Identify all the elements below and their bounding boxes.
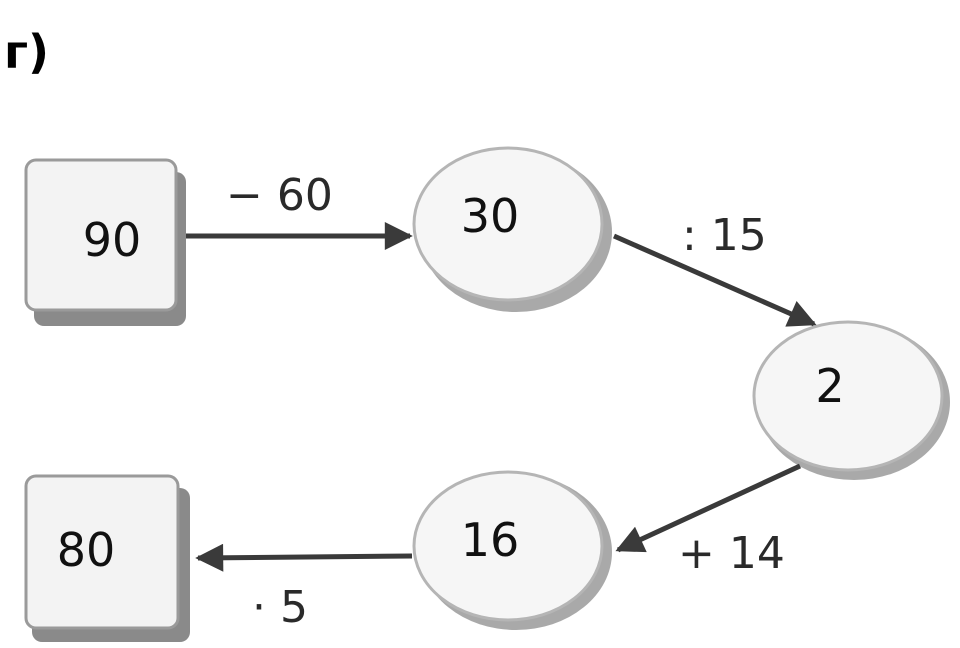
arrow-op2: : 15 <box>612 210 817 327</box>
start-box-face <box>24 158 178 312</box>
oval-n3: 16 <box>412 470 612 630</box>
arrow-op3-line <box>615 463 802 553</box>
oval-n3-face <box>412 470 604 622</box>
start-box: 90 <box>24 158 186 326</box>
start-value: 90 <box>83 213 142 267</box>
op1-label: − 60 <box>226 170 333 221</box>
oval-n1-value: 30 <box>461 189 520 243</box>
oval-n2: 2 <box>752 320 950 480</box>
op3-label: + 14 <box>678 528 785 579</box>
op2-label: : 15 <box>682 210 767 261</box>
end-value: 80 <box>57 523 116 577</box>
oval-n3-value: 16 <box>461 513 520 567</box>
oval-n1-face <box>412 146 604 302</box>
oval-n2-face <box>752 320 944 472</box>
op4-label: · 5 <box>252 582 308 633</box>
oval-n1: 30 <box>412 146 612 312</box>
arrow-op2-line <box>612 233 817 327</box>
end-box: 80 <box>24 474 190 642</box>
arrow-op4: · 5 <box>195 543 413 633</box>
arrow-op1: − 60 <box>186 170 413 250</box>
arrow-op3: + 14 <box>615 463 802 579</box>
part-label: г) <box>4 25 49 79</box>
arrow-op4-line <box>195 543 413 572</box>
end-box-face <box>24 474 180 630</box>
oval-n2-value: 2 <box>815 359 844 413</box>
